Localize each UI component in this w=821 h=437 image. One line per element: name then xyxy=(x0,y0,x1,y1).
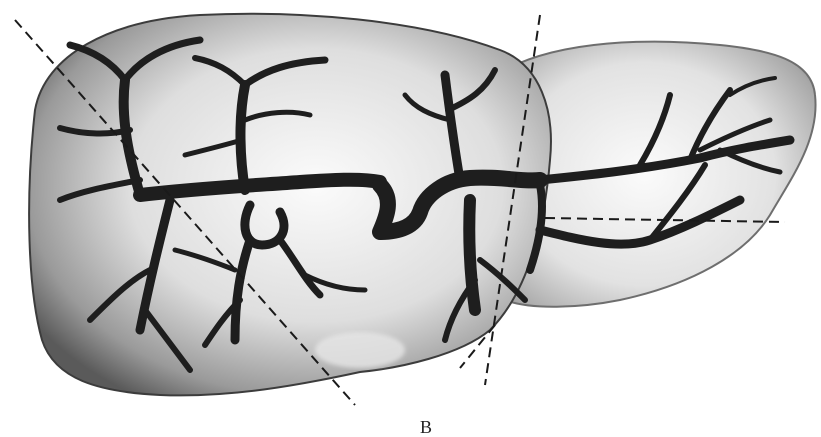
left-lobe xyxy=(505,42,816,307)
gallbladder-shadow xyxy=(315,332,405,368)
figure-caption: B xyxy=(420,418,432,436)
